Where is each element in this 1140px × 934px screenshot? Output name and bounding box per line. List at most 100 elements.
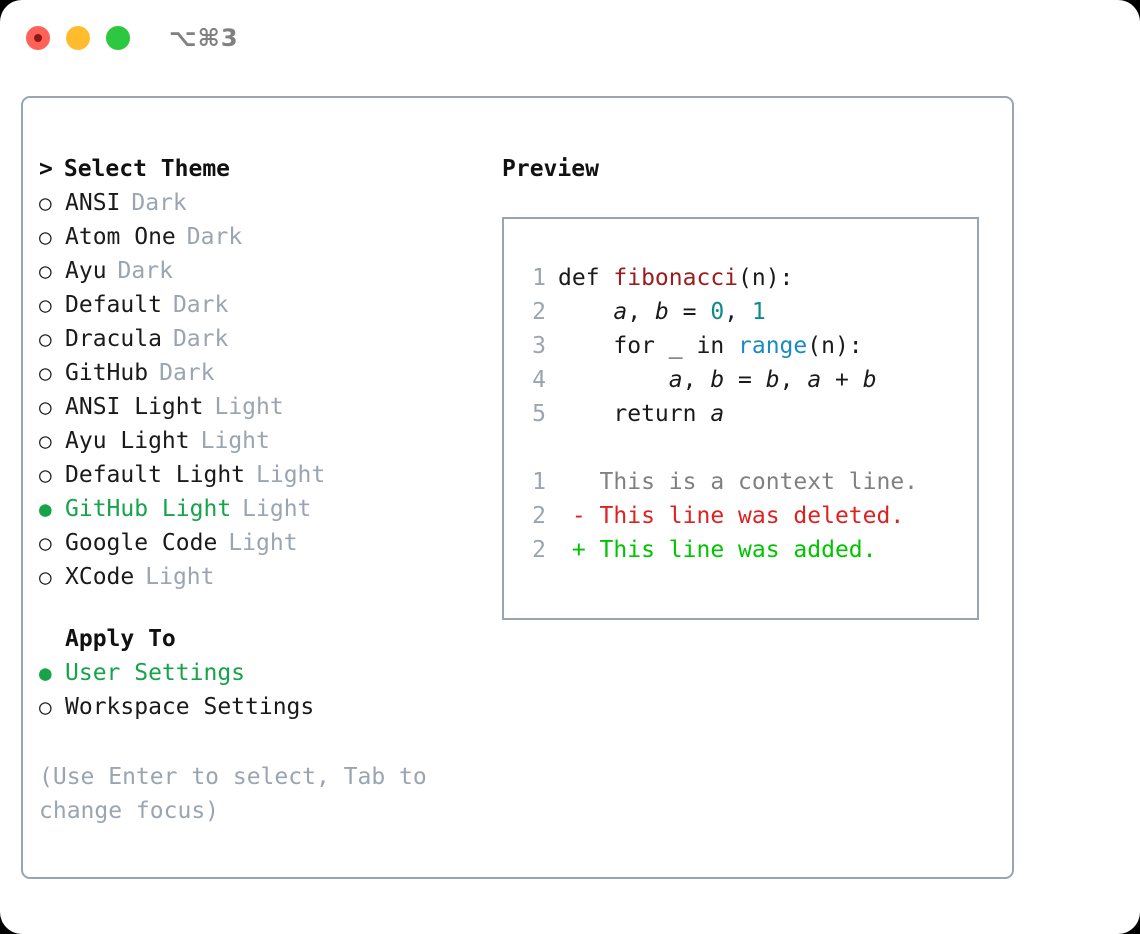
theme-list-item[interactable]: ○ ANSI Dark	[39, 186, 479, 220]
theme-variant-label: Light	[256, 462, 326, 488]
radio-unselected-icon: ○	[39, 463, 52, 487]
code-token: +	[821, 367, 863, 393]
code-token: b	[710, 367, 725, 393]
code-token: =	[668, 299, 711, 325]
theme-variant-label: Dark	[159, 360, 215, 386]
code-token	[558, 367, 669, 393]
line-number: 1	[532, 265, 546, 291]
theme-variant-label: Light	[242, 496, 312, 522]
code-token: ,	[682, 367, 711, 393]
code-token: ,	[779, 367, 808, 393]
theme-name: Dracula	[65, 326, 162, 352]
code-token: b	[862, 367, 877, 393]
code-line: 5 return a	[518, 397, 977, 431]
theme-list-item[interactable]: ○ Ayu Light Light	[39, 424, 479, 458]
theme-variant-label: Light	[214, 394, 284, 420]
code-line: 3 for _ in range(n):	[518, 329, 977, 363]
code-line: 2 a, b = 0, 1	[518, 295, 977, 329]
code-token: def	[558, 265, 614, 291]
radio-unselected-icon: ○	[39, 225, 52, 249]
code-token: ,	[627, 299, 655, 325]
minimize-button[interactable]	[66, 26, 90, 50]
zoom-button[interactable]	[106, 26, 130, 50]
radio-unselected-icon: ○	[39, 191, 52, 215]
diff-text: This is a context line.	[599, 469, 919, 495]
apply-to-option[interactable]: ○Workspace Settings	[39, 690, 479, 724]
code-token: fibonacci	[613, 265, 739, 291]
theme-name: GitHub Light	[65, 496, 232, 522]
theme-name: ANSI Light	[65, 394, 204, 420]
diff-line: 2 - This line was deleted.	[518, 499, 977, 533]
line-number: 5	[532, 401, 546, 427]
diff-marker: -	[558, 503, 600, 529]
line-number: 3	[532, 333, 546, 359]
theme-name: Ayu Light	[65, 428, 190, 454]
apply-to-option[interactable]: ● User Settings	[39, 656, 479, 690]
keyboard-shortcut-label: ⌥⌘3	[169, 24, 239, 52]
theme-name: Ayu	[65, 258, 107, 284]
code-diff-spacer	[518, 431, 977, 465]
code-token: range	[738, 333, 808, 359]
code-token: a	[710, 401, 725, 427]
apply-to-heading: Apply To	[65, 626, 176, 652]
code-line: 4 a, b = b, a + b	[518, 363, 977, 397]
code-token: b	[654, 299, 669, 325]
apply-to-section: Apply To ● User Settings ○Workspace Settin…	[39, 622, 479, 724]
code-token	[558, 299, 613, 325]
theme-list-item[interactable]: ● GitHub Light Light	[39, 492, 479, 526]
theme-variant-label: Dark	[131, 190, 187, 216]
diff-text: This line was added.	[599, 537, 877, 563]
apply-to-list: ● User Settings ○Workspace Settings	[39, 656, 479, 724]
theme-name: XCode	[65, 564, 135, 590]
line-number: 2	[532, 537, 546, 563]
code-token: a	[807, 367, 822, 393]
code-token: a	[668, 367, 683, 393]
theme-list-item[interactable]: ○ Ayu Dark	[39, 254, 479, 288]
code-token: a	[613, 299, 628, 325]
theme-name: ANSI	[65, 190, 121, 216]
radio-unselected-icon: ○	[39, 429, 52, 453]
code-token: 0	[710, 299, 725, 325]
theme-variant-label: Light	[200, 428, 270, 454]
code-token: b	[765, 367, 780, 393]
radio-unselected-icon: ○	[39, 259, 52, 283]
theme-variant-label: Dark	[172, 292, 229, 318]
diff-line: 2 + This line was added.	[518, 533, 977, 567]
theme-list-item[interactable]: ○ Dracula Dark	[39, 322, 479, 356]
select-theme-heading: > Select Theme	[39, 152, 479, 186]
theme-variant-label: Dark	[117, 258, 173, 284]
diff-marker	[558, 469, 600, 495]
select-theme-heading-label: Select Theme	[63, 156, 231, 182]
code-token: 1	[751, 299, 766, 325]
diff-line: 1 This is a context line.	[518, 465, 977, 499]
code-token: =	[724, 367, 766, 393]
code-token: ,	[724, 299, 752, 325]
theme-name: Default	[65, 292, 162, 318]
theme-name: Google Code	[65, 530, 218, 556]
line-number: 1	[532, 469, 546, 495]
radio-unselected-icon: ○	[39, 327, 52, 351]
help-text: (Use Enter to select, Tab to change focu…	[39, 764, 427, 824]
close-button[interactable]	[26, 26, 50, 50]
theme-variant-label: Dark	[172, 326, 229, 352]
radio-selected-icon: ●	[39, 497, 52, 521]
code-token: for _ in	[558, 333, 739, 359]
diff-sample: 1 This is a context line.2 - This line w…	[518, 465, 977, 567]
radio-selected-icon: ●	[39, 661, 52, 685]
prompt-caret-icon: >	[39, 156, 53, 182]
apply-to-option-label: User Settings	[65, 660, 246, 686]
diff-marker: +	[558, 537, 600, 563]
